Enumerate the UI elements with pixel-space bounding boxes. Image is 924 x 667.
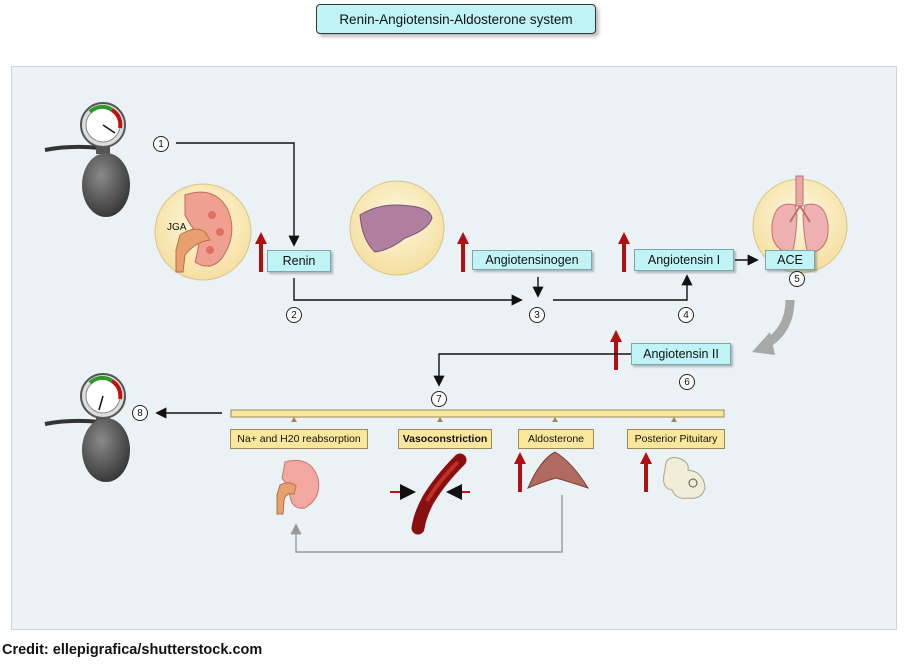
diagram-panel bbox=[11, 66, 897, 630]
effects-bracket bbox=[230, 409, 725, 422]
lungs-icon bbox=[752, 175, 848, 274]
kidney-jga-label: JGA bbox=[167, 222, 187, 233]
increase-arrow-icon bbox=[255, 232, 652, 492]
liver-icon bbox=[349, 180, 445, 276]
blood-pressure-gauge-high-icon bbox=[44, 102, 130, 217]
vasoconstriction-effect: Vasoconstriction bbox=[398, 429, 492, 449]
curved-arrow-icon bbox=[752, 299, 795, 355]
step-number-3: 3 bbox=[529, 307, 545, 323]
step-number-6: 6 bbox=[679, 374, 695, 390]
angiotensin-1-node: Angiotensin I bbox=[634, 249, 734, 271]
step-number-4: 4 bbox=[678, 307, 694, 323]
renin-node: Renin bbox=[267, 250, 331, 272]
adrenal-gland-icon bbox=[527, 451, 590, 489]
blood-pressure-gauge-normal-icon bbox=[44, 373, 130, 482]
ace-node: ACE bbox=[765, 250, 815, 270]
angiotensinogen-node: Angiotensinogen bbox=[472, 250, 592, 270]
pituitary-gland-icon bbox=[663, 457, 706, 499]
step-number-7: 7 bbox=[431, 391, 447, 407]
kidney-small-icon bbox=[276, 459, 320, 515]
image-credit: Credit: ellepigrafica/shutterstock.com bbox=[2, 642, 263, 658]
posterior-pituitary-effect: Posterior Pituitary bbox=[627, 429, 725, 449]
step-number-1: 1 bbox=[153, 136, 169, 152]
kidney-jga-icon bbox=[154, 183, 252, 281]
step-number-8: 8 bbox=[132, 405, 148, 421]
angiotensin-2-node: Angiotensin II bbox=[631, 343, 731, 365]
step-number-5: 5 bbox=[789, 271, 805, 287]
step-number-2: 2 bbox=[286, 307, 302, 323]
diagram-title: Renin-Angiotensin-Aldosterone system bbox=[316, 4, 596, 34]
blood-vessel-icon bbox=[390, 453, 470, 535]
reabsorption-effect: Na+ and H20 reabsorption bbox=[230, 429, 368, 449]
aldosterone-effect: Aldosterone bbox=[518, 429, 594, 449]
